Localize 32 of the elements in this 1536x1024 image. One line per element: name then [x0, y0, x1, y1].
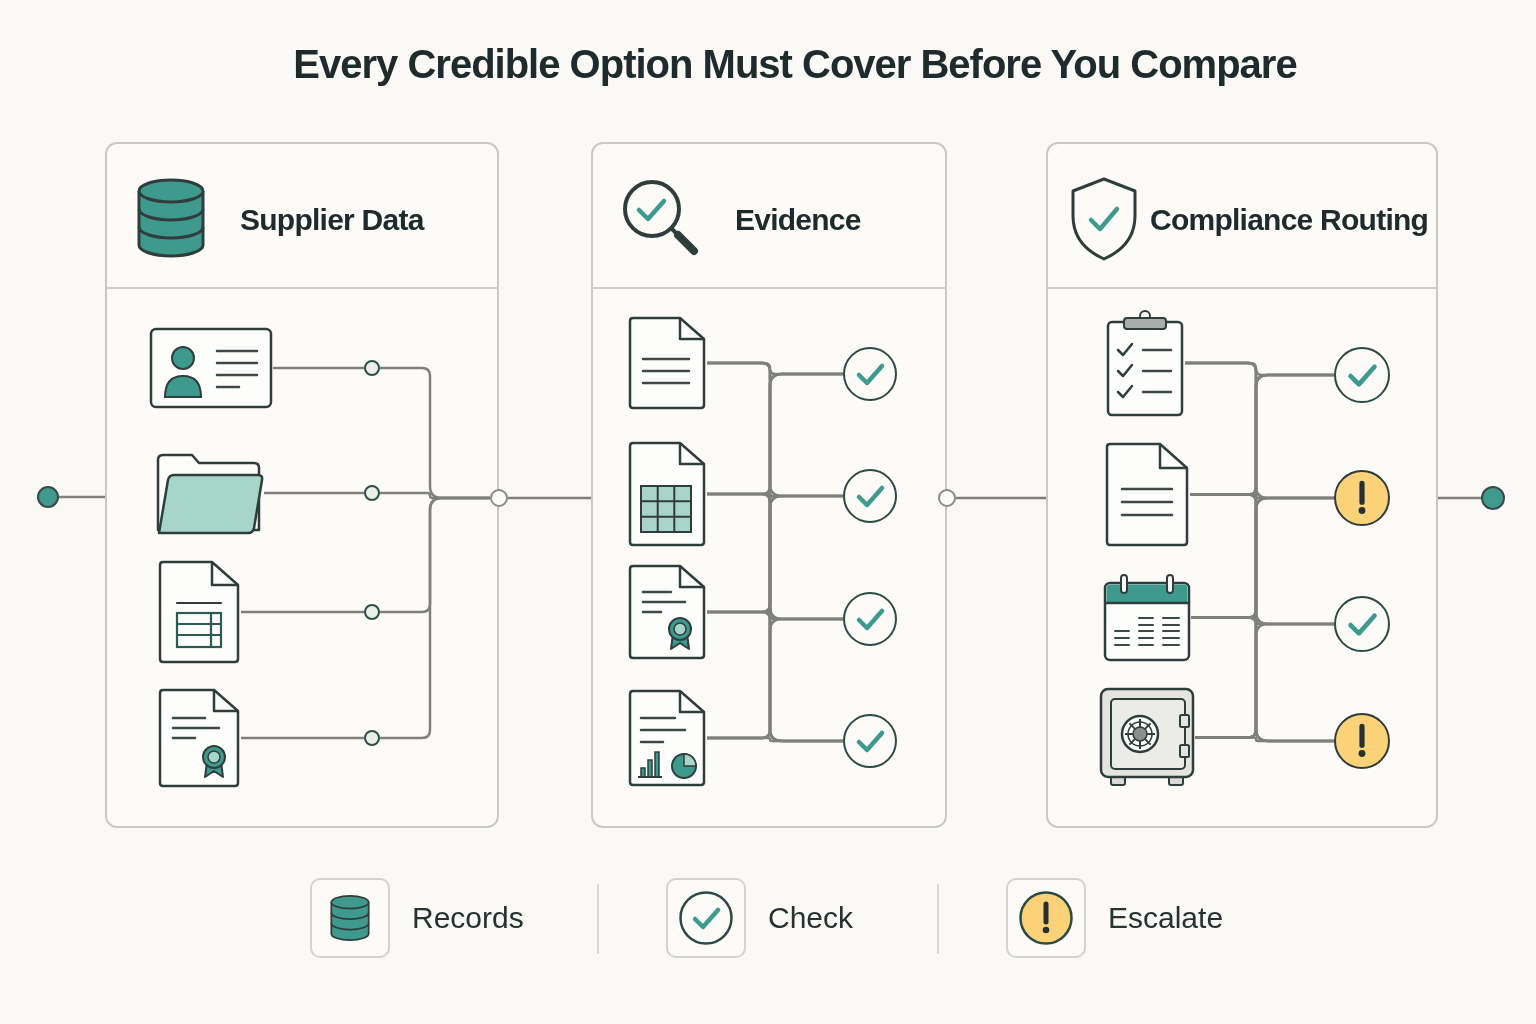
document-icon	[1104, 441, 1190, 548]
panel	[1046, 142, 1438, 828]
table-document-icon	[627, 440, 707, 548]
panel-title: Compliance Routing	[1150, 205, 1429, 235]
document-icon	[627, 315, 707, 411]
checklist-clipboard-icon	[1105, 308, 1185, 418]
panel-title: Supplier Data	[240, 205, 424, 235]
safe-icon	[1099, 687, 1195, 788]
panel-title: Evidence	[735, 205, 861, 235]
calendar-icon	[1103, 573, 1191, 662]
connector-line	[264, 491, 364, 495]
report-document-icon	[627, 688, 707, 788]
connector-line	[241, 610, 364, 614]
connector-line	[707, 736, 843, 743]
legend-label: Records	[412, 903, 524, 933]
connector-line	[59, 495, 105, 499]
connector-line	[956, 496, 1046, 500]
panel	[591, 142, 947, 828]
legend-label: Escalate	[1108, 903, 1224, 933]
panel	[105, 142, 499, 828]
id-card-icon	[149, 327, 273, 409]
connector-line	[380, 496, 490, 740]
diagram-title: Every Credible Option Must Cover Before You Compare	[292, 44, 1298, 84]
spreadsheet-document-icon	[157, 559, 241, 665]
connector-line	[508, 496, 591, 500]
connector-line	[273, 366, 364, 370]
connector-line	[1195, 736, 1334, 743]
connector-line	[1438, 496, 1481, 500]
certificate-document-icon	[157, 687, 241, 789]
legend-label: Check	[768, 903, 854, 933]
connector-line	[241, 736, 364, 740]
certificate-document-icon	[627, 563, 707, 661]
